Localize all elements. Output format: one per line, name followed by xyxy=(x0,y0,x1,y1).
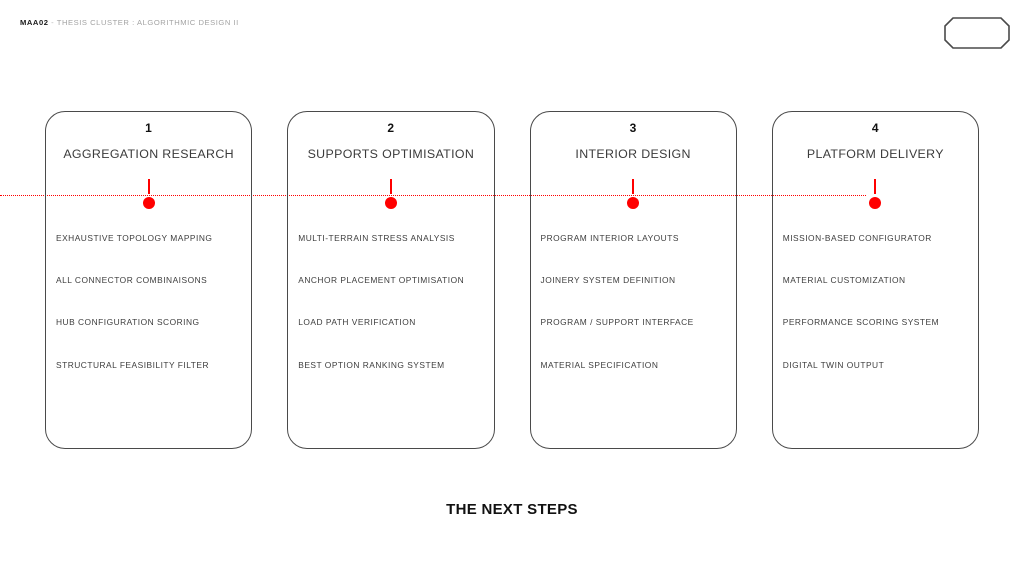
list-item: DIGITAL TWIN OUTPUT xyxy=(782,359,885,370)
phase-number: 1 xyxy=(145,121,153,135)
phase-card-1[interactable]: 1 AGGREGATION RESEARCH EXHAUSTIVE TOPOLO… xyxy=(45,111,253,449)
marker-dot-icon xyxy=(869,197,882,209)
phase-item-list: MULTI-TERRAIN STRESS ANALYSIS ANCHOR PLA… xyxy=(298,232,483,371)
marker-tick-icon xyxy=(147,179,150,194)
list-item: ANCHOR PLACEMENT OPTIMISATION xyxy=(298,275,465,286)
list-item: LOAD PATH VERIFICATION xyxy=(298,317,416,328)
marker-tick-icon xyxy=(632,179,635,194)
timeline-dotted-line xyxy=(0,195,866,196)
phase-title: SUPPORTS OPTIMISATION xyxy=(307,147,475,161)
phase-title: AGGREGATION RESEARCH xyxy=(63,147,234,161)
marker-dot-icon xyxy=(142,197,155,209)
slide-footer-title: THE NEXT STEPS xyxy=(446,501,578,518)
timeline-marker xyxy=(142,179,155,211)
phase-number: 4 xyxy=(871,121,879,135)
header-separator: - xyxy=(48,18,57,27)
octagon-badge-icon xyxy=(944,17,1010,49)
marker-tick-icon xyxy=(874,179,877,194)
slide-header: MAA02 - THESIS CLUSTER : ALGORITHMIC DES… xyxy=(20,19,239,27)
list-item: JOINERY SYSTEM DEFINITION xyxy=(540,275,676,286)
list-item: EXHAUSTIVE TOPOLOGY MAPPING xyxy=(56,233,213,243)
list-item: STRUCTURAL FEASIBILITY FILTER xyxy=(56,359,210,370)
list-item: MULTI-TERRAIN STRESS ANALYSIS xyxy=(298,233,455,243)
marker-dot-icon xyxy=(627,197,640,209)
phase-card-2[interactable]: 2 SUPPORTS OPTIMISATION MULTI-TERRAIN ST… xyxy=(287,111,495,449)
phase-title: INTERIOR DESIGN xyxy=(575,147,691,161)
marker-dot-icon xyxy=(384,197,397,209)
list-item: PROGRAM INTERIOR LAYOUTS xyxy=(540,233,679,243)
phase-cards-row: 1 AGGREGATION RESEARCH EXHAUSTIVE TOPOLO… xyxy=(45,111,979,449)
course-code: MAA02 xyxy=(20,18,49,27)
list-item: ALL CONNECTOR COMBINAISONS xyxy=(56,275,208,286)
course-subtitle: THESIS CLUSTER : ALGORITHMIC DESIGN II xyxy=(56,18,239,27)
phase-title: PLATFORM DELIVERY xyxy=(806,147,944,161)
list-item: MISSION-BASED CONFIGURATOR xyxy=(782,233,932,243)
phase-item-list: MISSION-BASED CONFIGURATOR MATERIAL CUST… xyxy=(783,232,968,371)
list-item: PROGRAM / SUPPORT INTERFACE xyxy=(540,317,694,328)
phase-item-list: EXHAUSTIVE TOPOLOGY MAPPING ALL CONNECTO… xyxy=(56,232,241,371)
list-item: HUB CONFIGURATION SCORING xyxy=(56,317,200,328)
phase-number: 2 xyxy=(387,121,395,135)
list-item: BEST OPTION RANKING SYSTEM xyxy=(298,359,445,370)
phase-card-3[interactable]: 3 INTERIOR DESIGN PROGRAM INTERIOR LAYOU… xyxy=(529,111,737,449)
list-item: MATERIAL CUSTOMIZATION xyxy=(782,275,906,286)
timeline-marker xyxy=(627,179,640,211)
marker-tick-icon xyxy=(389,179,392,194)
phase-number: 3 xyxy=(629,121,637,135)
list-item: MATERIAL SPECIFICATION xyxy=(540,359,659,370)
timeline-marker xyxy=(384,179,397,211)
timeline-marker xyxy=(869,179,882,211)
list-item: PERFORMANCE SCORING SYSTEM xyxy=(782,317,940,328)
phase-item-list: PROGRAM INTERIOR LAYOUTS JOINERY SYSTEM … xyxy=(541,232,726,371)
phase-card-4[interactable]: 4 PLATFORM DELIVERY MISSION-BASED CONFIG… xyxy=(771,111,979,449)
